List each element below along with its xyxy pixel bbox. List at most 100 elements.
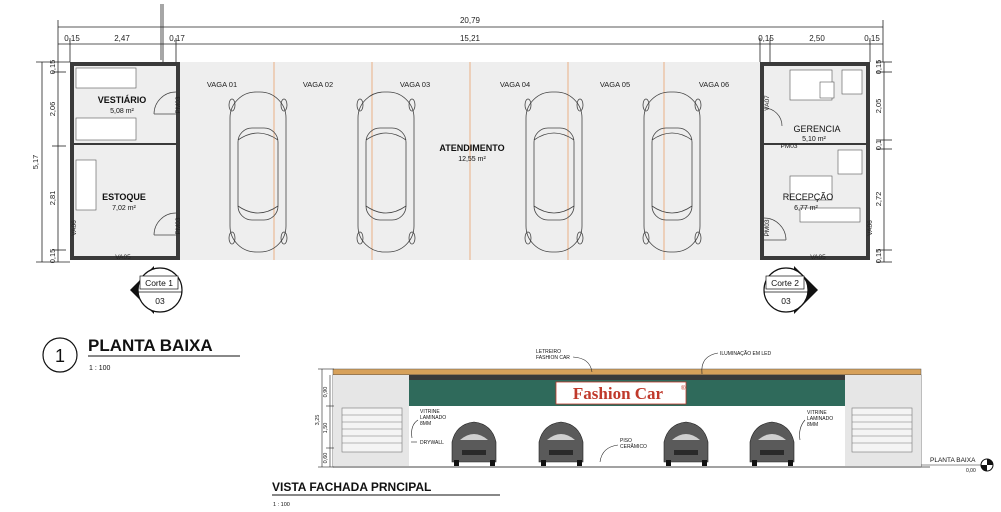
piso-line-1: PISO (620, 438, 632, 444)
dim-left-1: 0,15 (48, 60, 57, 75)
letreiro-line-1: LETREIRO (536, 349, 561, 355)
section-1-ref: 03 (155, 296, 165, 306)
plan-scale: 1 : 100 (89, 365, 111, 372)
annotation-leaders (411, 352, 806, 463)
dim-left-2: 2,06 (48, 102, 57, 117)
floor-plan: PM03 PM03 VA06 VA05 VA07 PM03 PM03 VA06 … (70, 62, 874, 261)
vaga-label: VAGA 04 (500, 80, 530, 89)
doors (153, 91, 787, 241)
tag-va05-right: VA05 (810, 254, 826, 261)
facade-roof (332, 368, 922, 376)
room-vestiario-name: VESTIÁRIO (98, 95, 147, 105)
tag-va07: VA07 (764, 95, 771, 111)
room-labels: VESTIÁRIO 5,08 m² ESTOQUE 7,02 m² ATENDI… (98, 95, 841, 212)
dim-right-3: 0,1 (874, 140, 883, 150)
tag-va05-left: VA05 (115, 254, 131, 261)
room-vestiario-area: 5,08 m² (110, 108, 134, 115)
vaga-label: VAGA 02 (303, 80, 333, 89)
side-dimension-labels: 5,17 0,15 2,06 2,81 0,15 0,15 2,05 0,1 2… (31, 60, 883, 264)
opening-tags: PM03 PM03 VA06 VA05 VA07 PM03 PM03 VA06 … (71, 95, 874, 261)
dim-top-5: 0,15 (758, 34, 774, 43)
tag-va06-left: VA06 (71, 220, 78, 236)
dim-top-1: 0,15 (64, 34, 80, 43)
level-name: PLANTA BAIXA (930, 457, 976, 464)
top-dimension-labels: 20,79 0,15 2,47 0,17 15,21 0,15 2,50 0,1… (64, 16, 880, 43)
dim-right-2: 2,05 (874, 99, 883, 114)
sign-text: Fashion Car (573, 384, 664, 403)
tag-pm03-vestiario: PM03 (175, 96, 182, 113)
sign-panel (555, 381, 687, 405)
section-1-label: Corte 1 (145, 278, 173, 288)
dim-top-6: 2,50 (809, 34, 825, 43)
left-room-furniture (75, 67, 137, 211)
facade: Fashion Car ® (272, 349, 994, 508)
room-atendimento-name: ATENDIMENTO (439, 143, 504, 153)
facade-dim-3: 1,50 (323, 423, 329, 434)
vaga-label: VAGA 06 (699, 80, 729, 89)
car-front-icon (451, 421, 497, 466)
vitrine-right-2: LAMINADO (807, 416, 833, 422)
section-2-label: Corte 2 (771, 278, 799, 288)
vitrine-left-3: 8MM (420, 421, 431, 427)
top-dimensions (57, 4, 884, 62)
car-top-icon (356, 91, 416, 253)
plan-title-number: 1 (55, 346, 65, 366)
car-front-icon (538, 421, 584, 466)
room-atendimento-area: 12,55 m² (458, 156, 486, 163)
facade-dim-labels: 0,90 3,25 1,50 0,60 (315, 387, 329, 464)
vaga-label: VAGA 01 (207, 80, 237, 89)
vitrine-right-1: VITRINE (807, 410, 827, 416)
dim-right-5: 0,15 (874, 249, 883, 264)
dim-right-4: 2,72 (874, 192, 883, 207)
room-estoque-name: ESTOQUE (102, 192, 146, 202)
dim-top-3: 0,17 (169, 34, 185, 43)
letreiro-line-2: FASHION CAR (536, 355, 570, 361)
side-dimensions (36, 61, 892, 263)
dim-total-width: 20,79 (460, 16, 481, 25)
plan-title: PLANTA BAIXA (88, 336, 213, 355)
sign-mark: ® (681, 385, 686, 392)
section-2-ref: 03 (781, 296, 791, 306)
tag-pm03-recepcao: PM03 (764, 219, 771, 236)
tag-pm03-gerencia: PM03 (781, 143, 798, 150)
walls (70, 62, 870, 260)
facade-dims (318, 368, 334, 468)
car-top-icon (524, 91, 584, 253)
car-top-icon (228, 91, 288, 253)
dim-top-4: 15,21 (460, 34, 481, 43)
right-room-furniture (789, 69, 863, 223)
drywall-label: DRYWALL (420, 440, 444, 446)
tag-pm03-estoque: PM03 (175, 217, 182, 234)
room-recepcao-name: RECEPÇÃO (783, 192, 834, 202)
dim-top-2: 2,47 (114, 34, 130, 43)
car-front-icon (749, 421, 795, 466)
facade-dim-4: 0,60 (323, 453, 329, 464)
level-value: 0,00 (966, 468, 976, 474)
car-top-views (228, 91, 702, 253)
vaga-label: VAGA 05 (600, 80, 630, 89)
dim-left-3: 2,81 (48, 191, 57, 206)
room-gerencia-name: GERENCIA (793, 124, 840, 134)
car-front-icon (663, 421, 709, 466)
car-top-icon (642, 91, 702, 253)
facade-top-beam (409, 375, 845, 380)
facade-dim-1: 0,90 (323, 387, 329, 398)
vitrine-left-1: VITRINE (420, 409, 440, 415)
dim-overall-height: 5,17 (31, 155, 40, 170)
dim-left-4: 0,15 (48, 249, 57, 264)
facade-scale: 1 : 100 (273, 502, 290, 508)
dim-right-1: 0,15 (874, 60, 883, 75)
piso-line-2: CERÂMICO (620, 443, 647, 450)
vitrine-right-3: 8MM (807, 422, 818, 428)
room-estoque-area: 7,02 m² (112, 205, 136, 212)
tag-va06-right: VA06 (867, 220, 874, 236)
vitrine-left-2: LAMINADO (420, 415, 446, 421)
dim-top-7: 0,15 (864, 34, 880, 43)
plan-title-block: 1 PLANTA BAIXA 1 : 100 (42, 336, 240, 373)
vaga-labels: VAGA 01 VAGA 02 VAGA 03 VAGA 04 VAGA 05 … (207, 80, 729, 89)
car-front-views (451, 421, 795, 466)
iluminacao-label: ILUMINAÇÃO EM LED (720, 350, 772, 357)
room-recepcao-area: 6,77 m² (794, 205, 818, 212)
left-shutter (341, 407, 403, 453)
